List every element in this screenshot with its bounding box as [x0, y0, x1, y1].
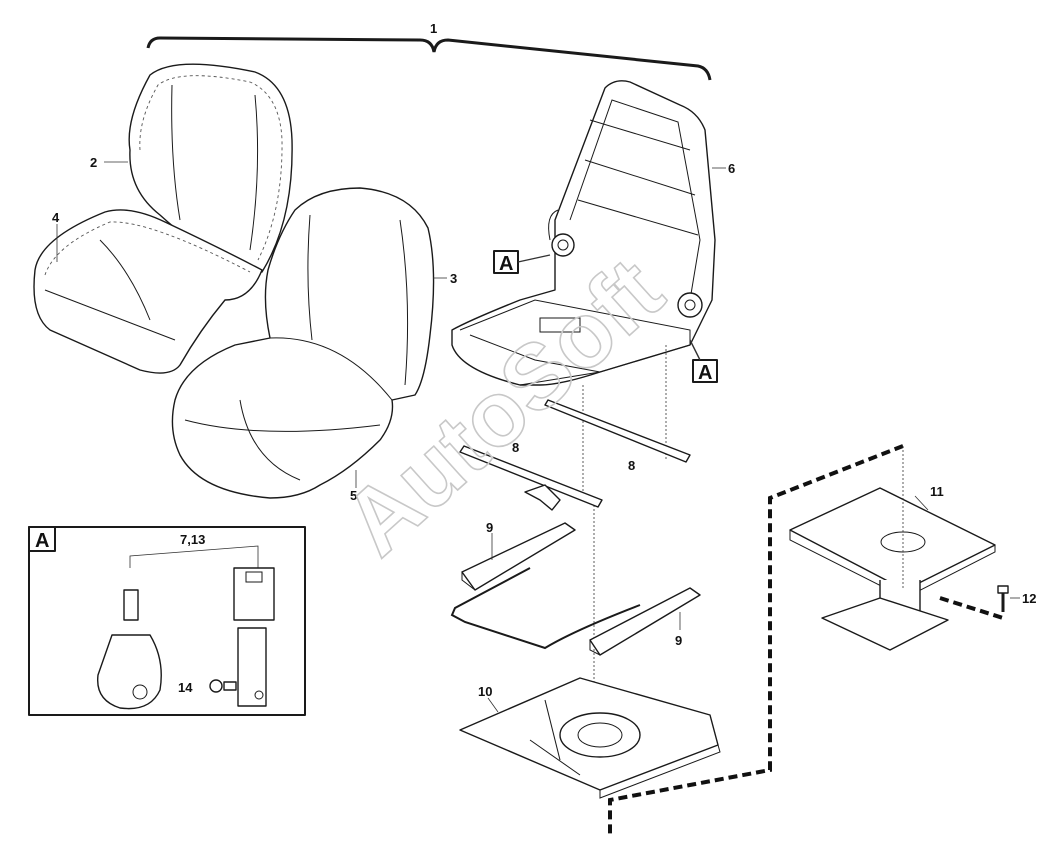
assembly-link-line	[608, 444, 904, 835]
mounting-strap-lower	[459, 445, 603, 511]
detail-marker-2: A	[698, 362, 712, 384]
callout-8-right: 8	[628, 458, 635, 473]
detail-marker-1: A	[499, 253, 513, 275]
callout-4: 4	[52, 210, 60, 225]
backrest-cushion	[128, 63, 293, 273]
callout-2: 2	[90, 155, 97, 170]
seat-adjust-lever	[450, 567, 641, 650]
callout-5: 5	[350, 488, 357, 503]
swivel-base-plate	[459, 677, 721, 799]
buckle-screw	[209, 679, 237, 693]
callout-10: 10	[478, 684, 492, 699]
seat-frame	[451, 80, 716, 386]
callout-14: 14	[178, 680, 193, 695]
callout-9-top: 9	[486, 520, 493, 535]
callout-9-bottom: 9	[675, 633, 682, 648]
bolt	[997, 585, 1009, 612]
upholstered-seat	[171, 187, 435, 499]
seat-belt-buckle	[233, 567, 275, 707]
callout-1: 1	[430, 21, 437, 36]
callout-8-left: 8	[512, 440, 519, 455]
seat-pedestal	[789, 487, 996, 651]
inset-title: A	[35, 530, 49, 552]
seat-cushion	[33, 209, 263, 374]
detail-inset: A 7,13 14	[28, 526, 306, 716]
mounting-strap-upper	[544, 399, 691, 463]
slide-rail-right	[589, 587, 701, 656]
slide-rail-left	[461, 522, 576, 591]
detail-marker-box-2	[692, 359, 718, 383]
callout-11: 11	[930, 484, 944, 499]
callout-6: 6	[728, 161, 735, 176]
callout-3: 3	[450, 271, 457, 286]
callout-12: 12	[1022, 591, 1036, 606]
seat-belt-tongue	[96, 589, 162, 710]
callout-7-13: 7,13	[180, 532, 205, 547]
bolt-link-line	[939, 596, 1004, 620]
assembly-bracket	[146, 36, 712, 81]
